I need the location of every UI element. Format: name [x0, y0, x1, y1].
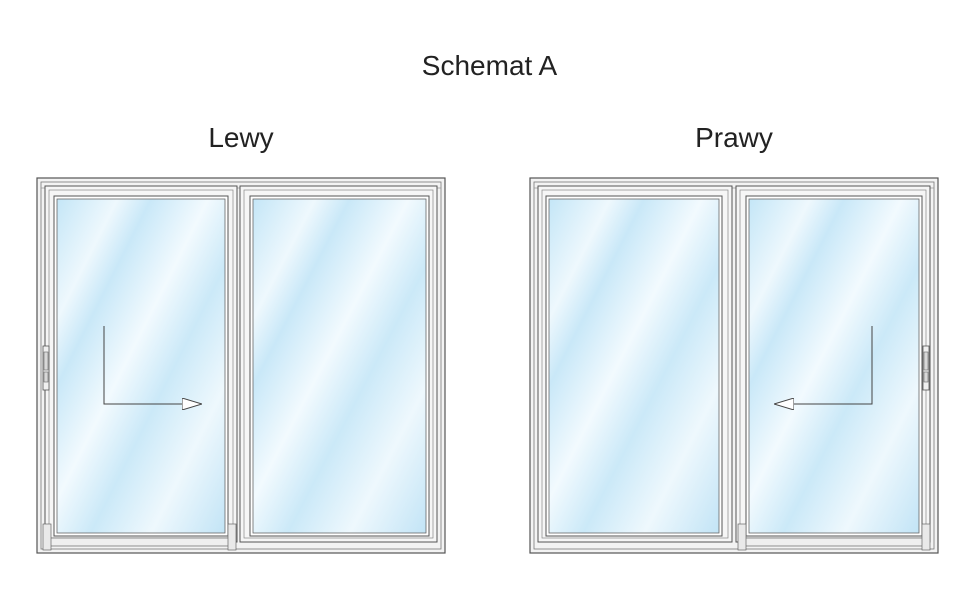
slide-direction-arrow-icon [103, 326, 202, 404]
handle-icon [922, 345, 930, 391]
variant-label-right: Prawy [695, 122, 773, 153]
slide-direction-arrow-icon [774, 326, 873, 404]
handle-icon [42, 345, 50, 391]
glass-pane [548, 198, 720, 534]
variant-label-left: Lewy [208, 122, 274, 153]
glass-pane [56, 198, 226, 534]
sliding-sash [735, 185, 931, 551]
sliding-sash [42, 185, 238, 551]
door-right [529, 177, 939, 554]
fixed-sash [537, 185, 733, 543]
glass-pane [252, 198, 427, 534]
glass-pane [748, 198, 920, 534]
diagram-title: Schemat A [421, 50, 558, 81]
door-left [36, 177, 446, 554]
fixed-sash [239, 185, 438, 543]
